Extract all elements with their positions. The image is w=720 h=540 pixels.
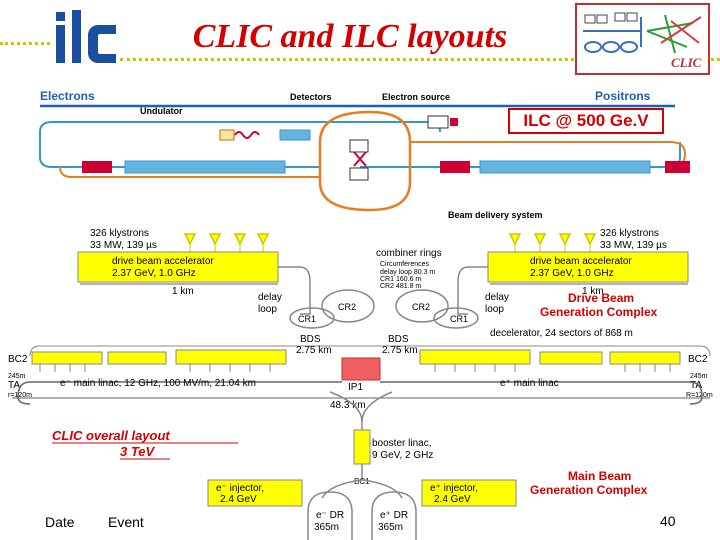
slide-title: CLIC and ILC layouts (192, 18, 508, 55)
clic-245-right: 245m (690, 373, 708, 380)
clic-klystrons-right: 326 klystrons (600, 228, 659, 239)
ilc-electrons-label: Electrons (40, 89, 95, 103)
footer-date: Date (45, 514, 75, 530)
clic-dr-right-2: 365m (378, 522, 403, 533)
clic-booster-1: booster linac, (372, 438, 431, 449)
clic-main-linac-left: e⁻ main linac, 12 GHz, 100 MV/m, 21.04 k… (60, 378, 256, 389)
clic-ta-left: TA (8, 380, 20, 391)
clic-bds-right-len: 2.75 km (382, 345, 418, 356)
clic-delay-left: delay (258, 292, 282, 303)
clic-layout-diagram: 326 klystrons 33 MW, 139 µs 326 klystron… (0, 222, 720, 540)
clic-klystrons-left-spec: 33 MW, 139 µs (90, 240, 157, 251)
clic-cr2-len: CR2 481.8 m (380, 283, 421, 290)
clic-bc2-left: BC2 (8, 354, 28, 365)
clic-inj-right-1: e⁺ injector, (430, 483, 478, 494)
ilc-bds-label: Beam delivery system (448, 210, 543, 220)
clic-cr1-right: CR1 (450, 314, 468, 324)
clic-bds-right: BDS (388, 334, 409, 345)
clic-dr-left-1: e⁻ DR (316, 510, 344, 521)
ilc-detectors-label: Detectors (290, 92, 332, 102)
ilc-energy-badge: ILC @ 500 Ge.V (508, 108, 664, 134)
clic-cr1-left: CR1 (298, 314, 316, 324)
clic-bc2-right: BC2 (688, 354, 708, 365)
clic-km-right: 1 km (582, 286, 604, 297)
clic-combiner-rings: combiner rings (376, 248, 442, 259)
page-number: 40 (660, 513, 676, 529)
clic-drive-complex-1: Drive Beam (568, 291, 634, 305)
ilc-undulator-label: Undulator (140, 106, 183, 116)
clic-main-linac-right: e⁺ main linac (500, 378, 559, 389)
clic-ta-right-r: R=120m (686, 392, 713, 399)
clic-decelerator: decelerator, 24 sectors of 868 m (490, 328, 633, 339)
title-dots-end (706, 58, 720, 61)
footer-event: Event (108, 514, 144, 530)
clic-km-left: 1 km (172, 286, 194, 297)
clic-drive-accel-left-spec: 2.37 GeV, 1.0 GHz (112, 268, 196, 279)
clic-bds-left: BDS (300, 334, 321, 345)
title-dots-right (120, 58, 580, 61)
clic-delay-right-2: loop (485, 304, 504, 315)
clic-main-complex-2: Generation Complex (530, 483, 648, 497)
ilc-layout-diagram: Electrons Positrons Undulator Detectors … (39, 89, 690, 220)
clic-ip: IP1 (348, 382, 363, 393)
clic-drive-accel-right-spec: 2.37 GeV, 1.0 GHz (530, 268, 614, 279)
clic-ta-right: TA (690, 380, 702, 391)
clic-bds-left-len: 2.75 km (296, 345, 332, 356)
clic-dr-right-1: e⁺ DR (380, 510, 408, 521)
clic-cr2-right: CR2 (412, 302, 430, 312)
clic-logo-text: CLIC (671, 55, 702, 70)
title-dots-left (0, 42, 50, 45)
clic-overall-2: 3 TeV (120, 444, 156, 459)
clic-cr2-left: CR2 (338, 302, 356, 312)
clic-ta-left-r: r=120m (8, 392, 32, 399)
clic-booster-2: 9 GeV, 2 GHz (372, 450, 433, 461)
ilc-logo: ilc (56, 10, 116, 63)
clic-bc1: BC1 (354, 477, 370, 486)
clic-klystrons-right-spec: 33 MW, 139 µs (600, 240, 667, 251)
clic-drive-accel-right: drive beam accelerator (530, 256, 632, 267)
clic-inj-left-2: 2.4 GeV (220, 494, 257, 505)
clic-inj-left-1: e⁻ injector, (216, 483, 264, 494)
clic-inj-right-2: 2.4 GeV (434, 494, 471, 505)
clic-cr1-len: CR1 160.6 m (380, 276, 421, 283)
clic-drive-accel-left: drive beam accelerator (112, 256, 214, 267)
ilc-positrons-label: Positrons (595, 89, 651, 103)
clic-245-left: 245m (8, 373, 26, 380)
clic-overall-1: CLIC overall layout (52, 428, 170, 443)
clic-total-length: 48.3 km (330, 400, 366, 411)
clic-klystrons-left: 326 klystrons (90, 228, 149, 239)
clic-drive-complex-2: Generation Complex (540, 305, 658, 319)
clic-dr-left-2: 365m (314, 522, 339, 533)
ilc-electron-source-label: Electron source (382, 92, 450, 102)
clic-circumferences: Circumferences (380, 261, 430, 268)
clic-delay-left-2: loop (258, 304, 277, 315)
clic-delay-right: delay (485, 292, 509, 303)
clic-main-complex-1: Main Beam (568, 469, 631, 483)
clic-logo: CLIC (575, 3, 710, 75)
clic-delay-loop-len: delay loop 80.3 m (380, 269, 435, 276)
